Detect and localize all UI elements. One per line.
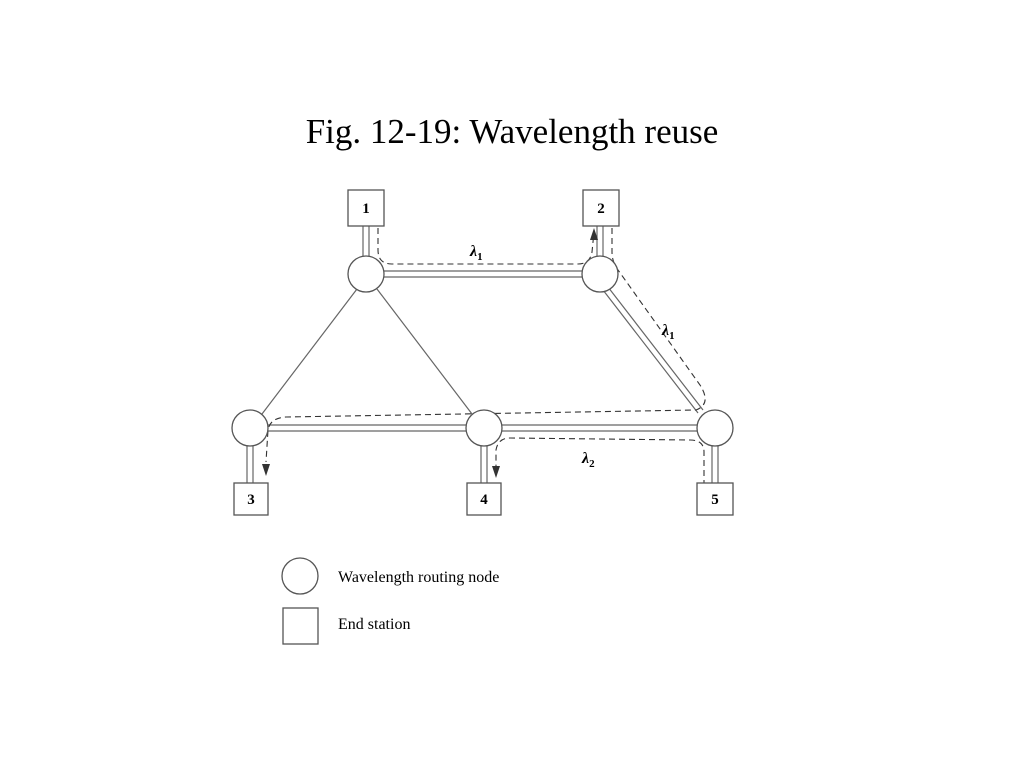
routing-node-4 [465,409,503,447]
end-station-4-box [466,482,502,516]
routing-node-3 [231,409,269,447]
link-n2-n5 [602,289,699,414]
end-station-4-label: 4 [480,492,488,508]
legend-station-label: End station [338,616,410,633]
arrow-into-station-3 [262,464,270,476]
routing-nodes [231,255,734,447]
end-station-1-box [347,189,385,227]
end-stations [233,189,734,516]
wavelength-label-right: λ1 [661,322,675,342]
fiber-links [246,226,719,483]
lightpath-lambda1-s1-s2 [377,228,595,265]
arrowheads [262,228,598,478]
legend-station-icon [282,607,319,645]
end-station-2-label: 2 [597,201,605,217]
legend-node-icon [281,557,319,595]
lightpath-lambda1-s2-s3 [265,228,706,463]
wavelength-label-bottom: λ2 [581,450,595,470]
legend-node-label: Wavelength routing node [338,569,499,586]
wavelength-label-top: λ1 [469,243,483,263]
legend: Wavelength routing node End station [281,557,499,645]
arrow-into-station-4 [492,466,500,478]
figure-title: Fig. 12-19: Wavelength reuse [305,112,719,151]
end-station-1-label: 1 [362,201,370,217]
routing-node-1 [347,255,385,293]
end-station-5-label: 5 [711,492,719,508]
end-station-2-box [582,189,620,227]
end-station-5-box [696,482,734,516]
end-station-3-box [233,482,269,516]
routing-node-5 [696,409,734,447]
link-n1-n3 [261,288,358,415]
lightpath-lambda2-s5-s4 [495,437,705,486]
arrow-into-station-2 [590,228,598,240]
routing-node-2 [581,255,619,293]
lightpaths [265,228,706,486]
link-n2-n5-inner [607,286,704,411]
end-station-3-label: 3 [247,492,255,508]
link-n1-n4 [376,288,473,415]
